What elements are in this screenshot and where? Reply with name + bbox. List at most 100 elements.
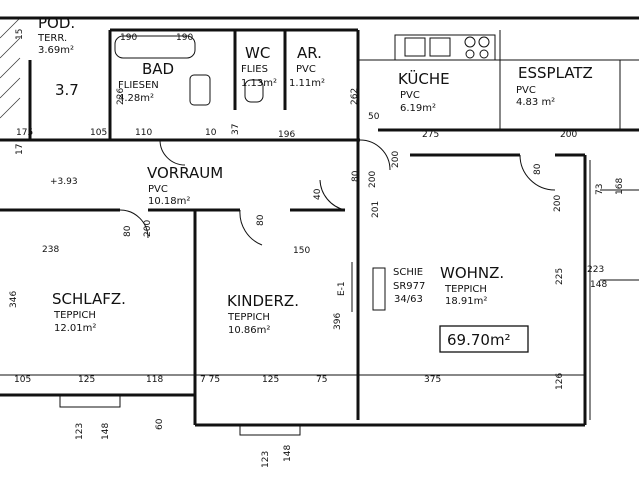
room-wohnz: WOHNZ. TEPPICH 18.91m² <box>440 264 504 307</box>
svg-text:126: 126 <box>555 373 565 390</box>
svg-text:190: 190 <box>176 33 193 43</box>
svg-text:SCHLAFZ.: SCHLAFZ. <box>52 290 126 308</box>
svg-text:KINDERZ.: KINDERZ. <box>227 292 299 310</box>
svg-text:225: 225 <box>555 268 565 285</box>
svg-text:118: 118 <box>146 375 163 385</box>
svg-text:375: 375 <box>424 375 441 385</box>
svg-text:238: 238 <box>42 245 59 255</box>
svg-text:37: 37 <box>231 124 241 135</box>
svg-text:PVC: PVC <box>296 64 316 75</box>
room-essplatz: ESSPLATZ PVC 4.83 m² <box>516 64 593 108</box>
svg-text:275: 275 <box>422 130 439 140</box>
svg-text:110: 110 <box>135 128 152 138</box>
svg-text:BAD: BAD <box>142 60 174 78</box>
svg-text:105: 105 <box>90 128 107 138</box>
svg-text:175: 175 <box>16 128 33 138</box>
svg-text:75: 75 <box>316 375 327 385</box>
room-pod: POD. TERR. 3.69m² <box>37 14 75 56</box>
svg-text:1.11m²: 1.11m² <box>289 78 325 89</box>
thin-lines <box>0 30 639 436</box>
stair-hatch <box>0 17 21 119</box>
svg-text:200: 200 <box>553 195 563 212</box>
svg-text:AR.: AR. <box>297 44 322 62</box>
svg-text:148: 148 <box>101 423 111 440</box>
vertical-dimensions: 15 226 17 37 80 200 40 80 200 80 200 73 … <box>9 29 625 468</box>
e1-label: E-1 <box>337 281 347 296</box>
svg-text:396: 396 <box>333 313 343 330</box>
svg-text:TEPPICH: TEPPICH <box>444 284 487 295</box>
sr-size-label: 34/63 <box>394 294 423 305</box>
svg-text:80: 80 <box>533 163 543 175</box>
svg-text:FLIES: FLIES <box>241 64 268 75</box>
svg-text:17: 17 <box>15 144 25 155</box>
room-wc: WC FLIES 1.13m² <box>241 44 277 89</box>
svg-text:262: 262 <box>350 88 360 105</box>
svg-text:125: 125 <box>262 375 279 385</box>
svg-text:200: 200 <box>560 130 577 140</box>
svg-text:TEPPICH: TEPPICH <box>53 310 96 321</box>
room-ar: AR. PVC 1.11m² <box>289 44 325 89</box>
svg-text:150: 150 <box>293 246 310 256</box>
svg-text:200: 200 <box>143 220 153 237</box>
elevation-label: +3.93 <box>50 177 78 187</box>
room-vorraum: VORRAUM PVC 10.18m² <box>147 164 223 207</box>
door-swings <box>119 139 556 246</box>
svg-text:PVC: PVC <box>148 184 168 195</box>
svg-text:POD.: POD. <box>38 14 75 32</box>
room-number: 3.7 <box>55 81 79 99</box>
svg-text:12.01m²: 12.01m² <box>54 323 96 334</box>
svg-text:FLIESEN: FLIESEN <box>118 80 159 91</box>
svg-text:168: 168 <box>615 178 625 195</box>
svg-text:PVC: PVC <box>400 90 420 101</box>
svg-text:4.83 m²: 4.83 m² <box>516 97 555 108</box>
svg-text:50: 50 <box>368 112 380 122</box>
svg-text:80: 80 <box>123 225 133 237</box>
sr977-label: SR977 <box>393 281 425 292</box>
svg-text:1.13m²: 1.13m² <box>241 78 277 89</box>
svg-text:TEPPICH: TEPPICH <box>227 312 270 323</box>
svg-text:15: 15 <box>15 29 25 40</box>
svg-text:10: 10 <box>205 128 217 138</box>
svg-text:73: 73 <box>595 184 605 195</box>
svg-text:KÜCHE: KÜCHE <box>398 69 450 88</box>
svg-text:125: 125 <box>78 375 95 385</box>
svg-text:123: 123 <box>261 451 271 468</box>
svg-text:60: 60 <box>155 418 165 430</box>
svg-text:10.18m²: 10.18m² <box>148 196 190 207</box>
svg-text:WC: WC <box>245 44 270 62</box>
svg-text:148: 148 <box>590 280 607 290</box>
room-bad: BAD FLIESEN 4.28m² <box>118 60 174 104</box>
svg-text:PVC: PVC <box>516 85 536 96</box>
svg-text:226: 226 <box>116 88 126 105</box>
svg-text:WOHNZ.: WOHNZ. <box>440 264 504 282</box>
svg-text:7 75: 7 75 <box>200 375 220 385</box>
svg-text:200: 200 <box>368 171 378 188</box>
svg-text:201: 201 <box>371 201 381 218</box>
room-kueche: KÜCHE PVC 6.19m² <box>398 69 450 114</box>
svg-text:123: 123 <box>75 423 85 440</box>
svg-text:105: 105 <box>14 375 31 385</box>
svg-text:196: 196 <box>278 130 295 140</box>
svg-text:190: 190 <box>120 33 137 43</box>
svg-text:ESSPLATZ: ESSPLATZ <box>518 64 593 82</box>
svg-text:80: 80 <box>256 214 266 226</box>
total-area-box <box>439 325 529 353</box>
room-kinderz: KINDERZ. TEPPICH 10.86m² <box>227 292 299 336</box>
svg-text:346: 346 <box>9 291 19 308</box>
svg-text:10.86m²: 10.86m² <box>228 325 270 336</box>
svg-text:3.69m²: 3.69m² <box>38 45 74 56</box>
svg-text:18.91m²: 18.91m² <box>445 296 487 307</box>
svg-text:6.19m²: 6.19m² <box>400 103 436 114</box>
svg-text:148: 148 <box>283 445 293 462</box>
svg-text:TERR.: TERR. <box>37 33 67 44</box>
dimensions: 190 190 175 105 110 10 196 50 275 200 23… <box>14 33 607 385</box>
svg-text:200: 200 <box>391 151 401 168</box>
svg-text:223: 223 <box>587 265 604 275</box>
schie-label: SCHIE <box>393 267 423 278</box>
svg-text:VORRAUM: VORRAUM <box>147 164 223 182</box>
total-area: 69.70m² <box>447 331 511 349</box>
svg-text:4.28m²: 4.28m² <box>118 93 154 104</box>
room-schlafz: SCHLAFZ. TEPPICH 12.01m² <box>52 290 126 334</box>
svg-text:40: 40 <box>313 188 323 200</box>
